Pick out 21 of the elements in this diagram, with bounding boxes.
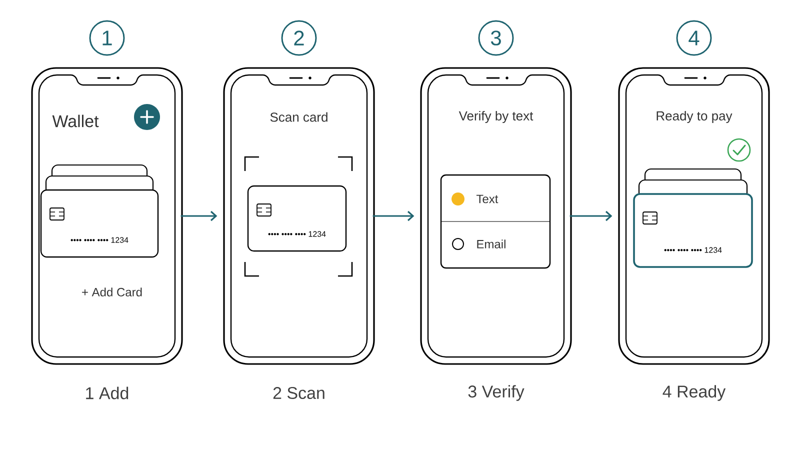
screen-title: Scan card	[270, 112, 328, 122]
arrow	[372, 210, 414, 222]
step-caption: 2 Scan	[273, 386, 324, 400]
add-card-link: + Add Card	[82, 288, 142, 296]
step-caption: 1 Add	[86, 386, 128, 400]
screen-title: Ready to pay	[656, 110, 732, 124]
card-number: •••• •••• •••• 1234	[664, 247, 722, 253]
step-number: 3	[478, 20, 514, 56]
step-caption: 3 Verify	[468, 385, 524, 401]
screen-title: Verify by text	[458, 110, 534, 124]
option-label: Text	[476, 194, 498, 204]
arrow	[570, 210, 612, 222]
step-number: 1	[89, 20, 125, 56]
screen-title: Wallet	[52, 114, 99, 128]
card-number: •••• •••• •••• 1234	[70, 237, 128, 243]
step-caption: 4 Ready	[662, 385, 726, 401]
option-label: Email	[477, 240, 506, 248]
arrow	[180, 210, 218, 222]
step-number: 2	[281, 20, 317, 56]
step-number: 4	[676, 20, 712, 56]
card-number: •••• •••• •••• 1234	[268, 231, 326, 237]
